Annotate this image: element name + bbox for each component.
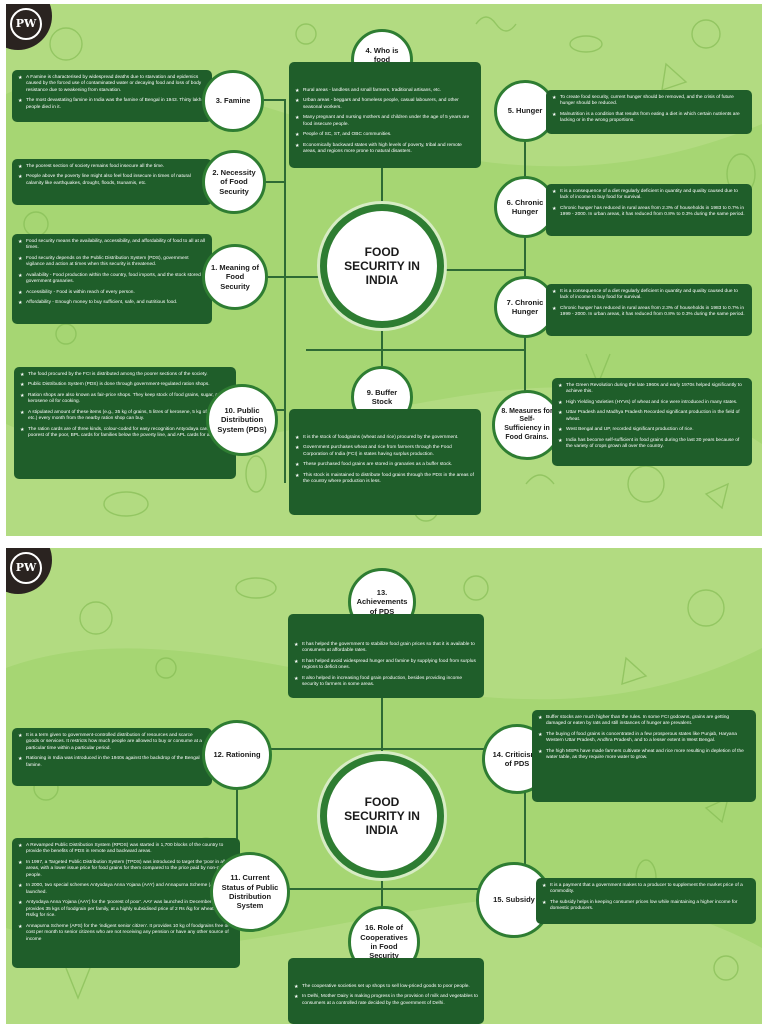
node-self-sufficiency: 8. Measures for Self-Sufficiency in Food… — [492, 390, 562, 460]
list-item: Many pregnant and nursing mothers and ch… — [295, 115, 475, 128]
list-item: In 2000, two special schemes Antyodaya A… — [18, 883, 234, 896]
node-chronic-hunger-6: 6. Chronic Hunger — [494, 176, 556, 238]
connector-line — [524, 748, 526, 888]
box-necessity: The poorest section of society remains f… — [12, 159, 212, 205]
node-current-status: 11. Current Status of Public Distributio… — [210, 852, 290, 932]
list-item: Economically backward states with high l… — [295, 143, 475, 156]
box-rationing: It is a term given to government-control… — [12, 728, 212, 786]
list-item: It is a consequence of a diet regularly … — [552, 289, 746, 302]
list-item: It is the stock of foodgrains (wheat and… — [295, 435, 475, 442]
node-pds: 10. Public Distribution System (PDS) — [206, 384, 278, 456]
list-item: India has become self-sufficient in food… — [558, 438, 746, 451]
box-who-insecure: Rural areas - landless and small farmers… — [289, 62, 481, 168]
box-hunger: To create food security, current hunger … — [546, 90, 752, 134]
connector-line — [236, 748, 526, 750]
list-item: This stock is maintained to distribute f… — [295, 473, 475, 486]
box-subsidy: It is a payment that a government makes … — [536, 878, 756, 924]
list-item: Rationing in India was introduced in the… — [18, 756, 206, 769]
logo-mark: PW — [10, 552, 42, 584]
list-item: A Revamped Public Distribution System (R… — [18, 843, 234, 856]
connector-line — [236, 888, 526, 890]
list-item: In 1997, a Targeted Public Distribution … — [18, 860, 234, 879]
list-item: Food security means the availability, ac… — [18, 239, 206, 252]
list-item: Rural areas - landless and small farmers… — [295, 88, 475, 95]
box-pds: The food procured by the FCI is distribu… — [14, 367, 236, 479]
list-item: Chronic hunger has reduced in rural area… — [552, 306, 746, 319]
list-item: People above the poverty line might also… — [18, 174, 206, 187]
list-item: Affordability - Enough money to buy suff… — [18, 300, 206, 307]
connector-line — [284, 99, 286, 483]
list-item: West Bengal and UP, recorded significant… — [558, 427, 746, 434]
box-self-sufficiency: The Green Revolution during the late 196… — [552, 378, 752, 466]
box-famine: A Famine is characterised by widespread … — [12, 70, 212, 122]
list-item: High Yielding Varieties (HYVs) of wheat … — [558, 400, 746, 407]
list-item: The buying of food grains is concentrate… — [538, 732, 750, 745]
list-item: Availability - Food production within th… — [18, 273, 206, 286]
list-item: Urban areas - beggars and homeless peopl… — [295, 98, 475, 111]
list-item: People of SC, ST, and OBC communities. — [295, 132, 475, 139]
box-achievements: It has helped the government to stabiliz… — [288, 614, 484, 698]
list-item: Ration shops are also known as fair-pric… — [20, 393, 230, 406]
node-famine: 3. Famine — [202, 70, 264, 132]
node-meaning: 1. Meaning of Food Security — [202, 244, 268, 310]
list-item: Malnutrition is a condition that results… — [552, 112, 746, 125]
list-item: The poorest section of society remains f… — [18, 164, 206, 171]
box-cooperatives: The cooperative societies set up shops t… — [288, 958, 484, 1024]
infographic-page-1: PW FOOD SECURITY IN INDIA 4. Who is food… — [6, 4, 762, 536]
node-rationing: 12. Rationing — [202, 720, 272, 790]
list-item: A Famine is characterised by widespread … — [18, 75, 206, 94]
infographic-page-2: PW FOOD SECURITY IN INDIA 13. Achievemen… — [6, 548, 762, 1024]
list-item: A stipulated amount of these items (e.g.… — [20, 410, 230, 423]
box-current-status: A Revamped Public Distribution System (R… — [12, 838, 240, 968]
box-criticisms: Buffer stocks are much higher than the r… — [532, 710, 756, 802]
list-item: Public Distribution System (PDS) is done… — [20, 382, 230, 389]
list-item: Uttar Pradesh and Madhya Pradesh Recorde… — [558, 410, 746, 423]
list-item: The Green Revolution during the late 196… — [558, 383, 746, 396]
list-item: The subsidy helps in keeping consumer pr… — [542, 900, 750, 913]
center-hub: FOOD SECURITY IN INDIA — [320, 204, 444, 328]
list-item: Government purchases wheat and rice from… — [295, 445, 475, 458]
list-item: The cooperative societies set up shops t… — [294, 984, 478, 991]
list-item: The most devastating famine in India was… — [18, 98, 206, 111]
list-item: It has helped the government to stabiliz… — [294, 642, 478, 655]
list-item: It is a term given to government-control… — [18, 733, 206, 752]
connector-line — [524, 114, 526, 429]
list-item: Accessibility - Food is within reach of … — [18, 290, 206, 297]
box-chronic-hunger-7: It is a consequence of a diet regularly … — [546, 284, 752, 336]
list-item: The high MSPs have made farmers cultivat… — [538, 749, 750, 762]
center-hub: FOOD SECURITY IN INDIA — [320, 754, 444, 878]
connector-line — [306, 349, 524, 351]
list-item: It has helped avoid widespread hunger an… — [294, 659, 478, 672]
list-item: Annapurna Scheme (APS) for the 'indigent… — [18, 924, 234, 943]
box-buffer-stock: It is the stock of foodgrains (wheat and… — [289, 409, 481, 515]
connector-line — [236, 748, 238, 888]
box-meaning: Food security means the availability, ac… — [12, 234, 212, 324]
logo-mark: PW — [10, 8, 42, 40]
list-item: Food security depends on the Public Dist… — [18, 256, 206, 269]
list-item: Antyodaya Anna Yojana (AAY) for the 'poo… — [18, 900, 234, 919]
node-necessity: 2. Necessity of Food Security — [202, 150, 266, 214]
list-item: The ration cards are of three kinds, col… — [20, 427, 230, 440]
connector-line — [236, 276, 381, 278]
list-item: It is a consequence of a diet regularly … — [552, 189, 746, 202]
pw-logo-icon: PW — [6, 548, 52, 594]
list-item: It also helped in increasing food grain … — [294, 676, 478, 689]
box-chronic-hunger-6: It is a consequence of a diet regularly … — [546, 184, 752, 236]
connector-line — [381, 269, 526, 271]
list-item: It is a payment that a government makes … — [542, 883, 750, 896]
list-item: Buffer stocks are much higher than the r… — [538, 715, 750, 728]
list-item: To create food security, current hunger … — [552, 95, 746, 108]
pw-logo-icon: PW — [6, 4, 52, 50]
list-item: Chronic hunger has reduced in rural area… — [552, 206, 746, 219]
list-item: The food procured by the FCI is distribu… — [20, 372, 230, 379]
list-item: In Delhi, Mother Dairy is making progres… — [294, 994, 478, 1007]
list-item: These purchased food grains are stored i… — [295, 462, 475, 469]
